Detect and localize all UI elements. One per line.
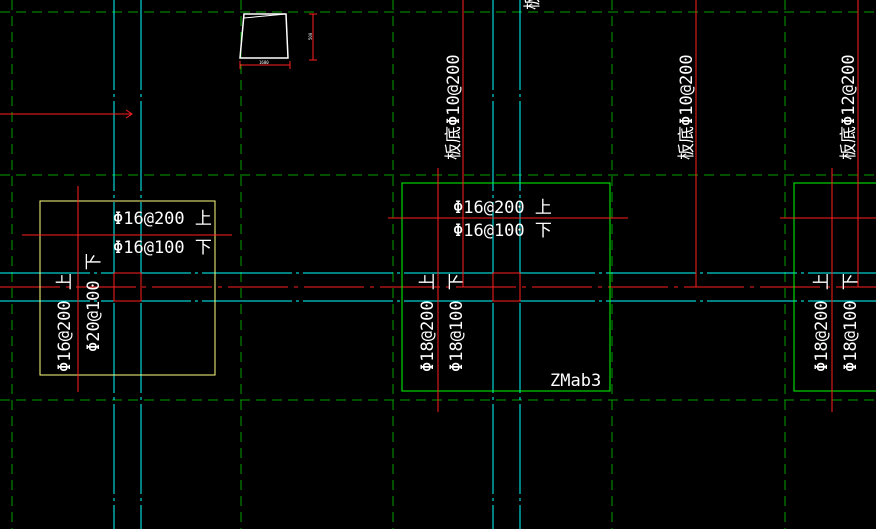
pad-label-vertical-top: Φ18@200 上: [812, 273, 832, 372]
pad-name-label: ZMab3: [550, 371, 601, 391]
pad-footing-3[interactable]: Φ18@200 上 Φ18@100 下: [780, 168, 876, 412]
pad-outline: [401, 182, 611, 392]
pad-label-vertical-bottom: Φ18@100 下: [841, 273, 861, 372]
axis-lines-vertical: [113, 0, 521, 529]
pad-footing-2[interactable]: Φ16@200 上 Φ16@100 下 Φ18@200 上 Φ18@100 下 …: [388, 168, 628, 412]
partial-slab-label: 板: [523, 0, 543, 10]
column-outline: [492, 272, 521, 302]
pad-label-vertical-bottom: Φ18@100 下: [447, 273, 467, 372]
slab-rebar-3[interactable]: 板底Φ12@200: [839, 0, 859, 287]
pad-label-bottom: Φ16@100 下: [453, 221, 552, 241]
pad-footing-1[interactable]: Φ16@200 上 Φ16@100 下 Φ16@200 上 Φ20@100 下: [22, 186, 232, 392]
column-outline: [113, 272, 142, 302]
slab-rebar-1[interactable]: 板底Φ10@200: [444, 0, 464, 287]
pad-label-vertical-bottom: Φ20@100 下: [84, 253, 104, 352]
pad-outline: [793, 182, 876, 392]
arrow-head-icon: [125, 109, 133, 119]
dimension-label-height: 500: [308, 32, 313, 40]
section-edge: [243, 13, 287, 19]
slab-rebar-label: 板底Φ10@200: [444, 54, 464, 160]
slab-rebar-2[interactable]: 板底Φ10@200: [677, 0, 697, 287]
leader-arrow: [0, 109, 133, 119]
pad-label-top: Φ16@200 上: [113, 209, 212, 229]
dimension-label-width: 1600: [259, 60, 269, 65]
pad-outline: [39, 200, 216, 376]
pad-label-top: Φ16@200 上: [453, 198, 552, 218]
slab-rebar-label: 板底Φ12@200: [839, 54, 859, 160]
dashed-grid-vertical: [11, 0, 786, 529]
section-detail[interactable]: 1600 500: [239, 13, 317, 69]
slab-rebar-label: 板底Φ10@200: [677, 54, 697, 160]
pad-label-vertical-top: Φ18@200 上: [418, 273, 438, 372]
section-shape: [239, 13, 289, 59]
pad-label-bottom: Φ16@100 下: [113, 238, 212, 258]
pad-label-vertical-top: Φ16@200 上: [55, 273, 75, 372]
